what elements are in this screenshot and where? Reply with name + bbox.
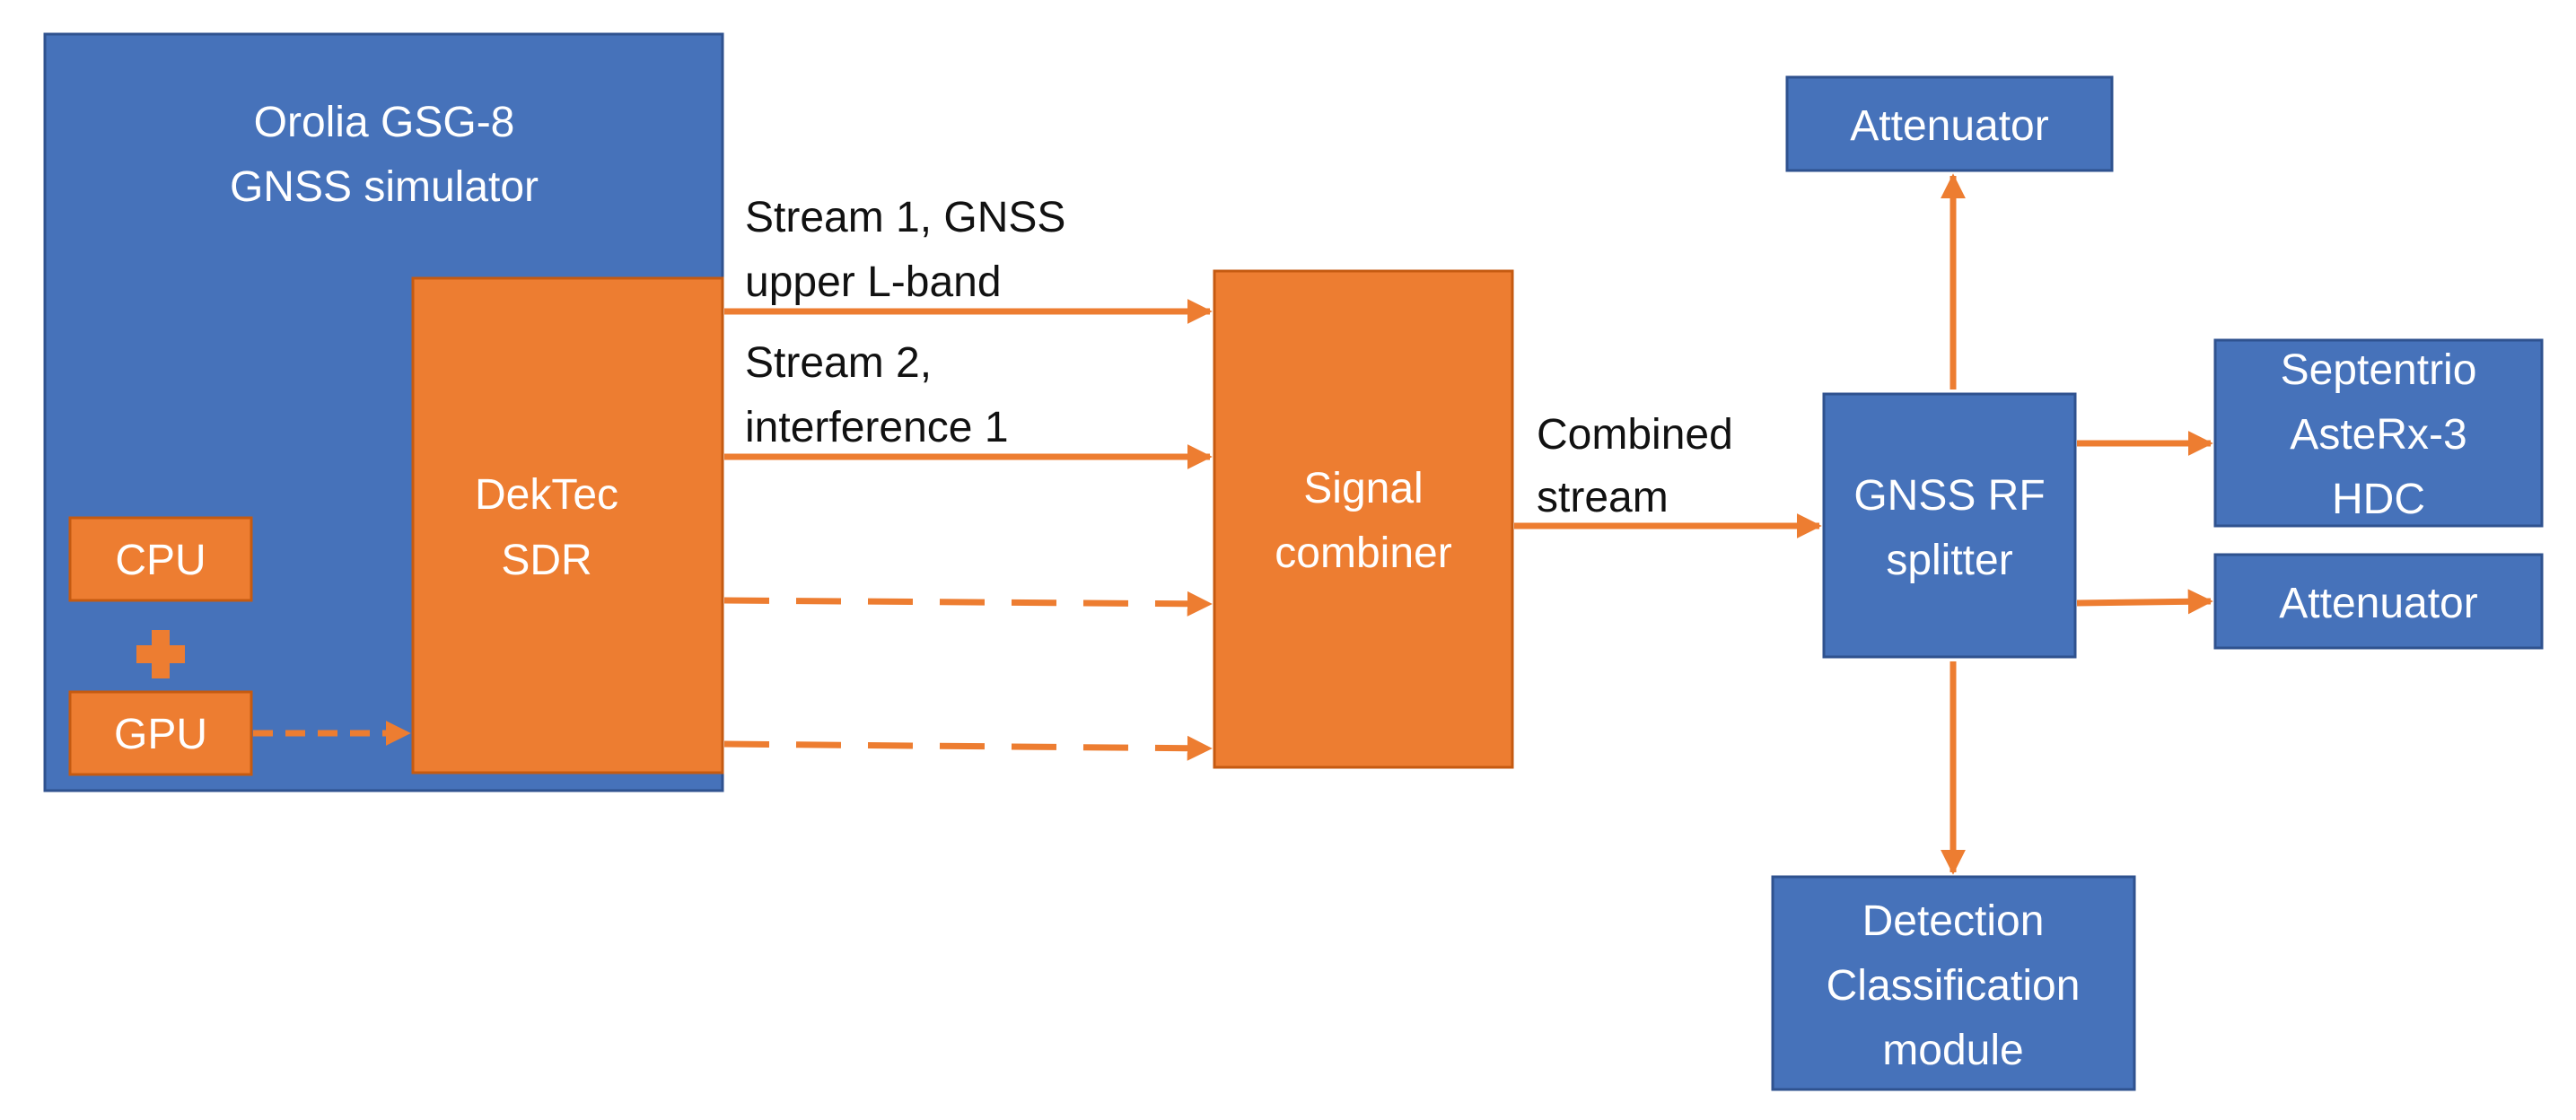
stream3-dashed-arrow	[723, 591, 1213, 617]
stream2-label-line1: Stream 2,	[745, 339, 932, 387]
detection-label-line3: module	[1882, 1027, 2023, 1074]
sdr-label-line1: DekTec	[475, 471, 618, 519]
cpu-label: CPU	[115, 537, 206, 584]
septentrio-label-line3: HDC	[2332, 476, 2425, 523]
septentrio-label-line2: AsteRx-3	[2290, 411, 2466, 459]
splitter-box	[1822, 392, 2077, 659]
septentrio-label-line1: Septentrio	[2281, 346, 2477, 394]
sdr-label-line2: SDR	[501, 537, 591, 584]
cpu-box	[68, 516, 253, 602]
simulator-title-line2: GNSS simulator	[230, 163, 539, 211]
stream4-dashed-arrow	[723, 735, 1213, 761]
attenuator-right-label: Attenuator	[2279, 580, 2478, 627]
plus-icon	[136, 630, 185, 678]
detection-box	[1771, 875, 2136, 1091]
splitter-label-line2: splitter	[1886, 537, 2012, 584]
splitter-label-line1: GNSS RF	[1853, 472, 2045, 520]
stream2-label-line2: interference 1	[745, 404, 1009, 451]
detection-label-line1: Detection	[1862, 897, 2045, 945]
combiner-label-line1: Signal	[1303, 465, 1423, 512]
simulator-title-line1: Orolia GSG-8	[254, 99, 515, 146]
gpu-label: GPU	[114, 711, 207, 758]
combiner-label-line2: combiner	[1275, 529, 1451, 577]
stream1-label-line2: upper L-band	[745, 258, 1002, 306]
sdr-box	[411, 276, 724, 774]
detection-label-line2: Classification	[1827, 962, 2081, 1010]
septentrio-box	[2213, 338, 2544, 528]
attenuator-right-box	[2213, 553, 2544, 650]
splitter-to-attenuator-right-arrow	[2076, 589, 2213, 615]
combiner-box	[1213, 269, 1514, 769]
combined-label-line1: Combined	[1537, 411, 1733, 459]
gpu-box	[68, 690, 253, 776]
attenuator-top-label: Attenuator	[1850, 102, 2049, 150]
combined-label-line2: stream	[1537, 474, 1669, 521]
attenuator-top-box	[1785, 75, 2114, 172]
stream1-label-line1: Stream 1, GNSS	[745, 194, 1065, 241]
